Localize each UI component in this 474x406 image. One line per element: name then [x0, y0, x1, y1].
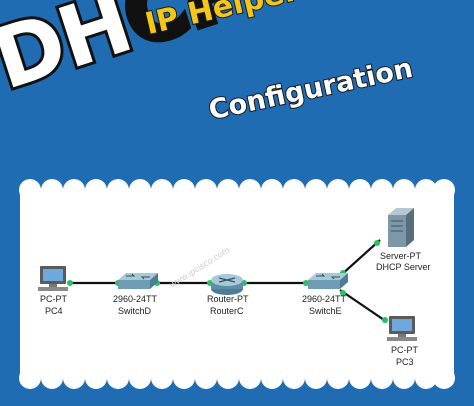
pc-icon — [38, 266, 68, 291]
pc4-device[interactable]: PC-PT PC4 — [38, 266, 68, 316]
routerc-name-label: RouterC — [210, 306, 244, 316]
server-device[interactable]: Server-PT DHCP Server — [376, 208, 430, 272]
server-icon — [388, 208, 414, 247]
server-type-label: Server-PT — [380, 251, 422, 261]
routerc-type-label: Router-PT — [207, 294, 249, 304]
server-name-label: DHCP Server — [376, 262, 430, 272]
routerc-device[interactable]: Router-PT RouterC — [207, 274, 249, 316]
switche-name-label: SwitchE — [309, 306, 342, 316]
pc4-name-label: PC4 — [45, 306, 63, 316]
link-status-dots — [67, 240, 388, 323]
pc3-type-label: PC-PT — [391, 345, 419, 355]
link-switche-pc3 — [339, 289, 388, 323]
pc3-name-label: PC3 — [396, 357, 414, 367]
pc3-device[interactable]: PC-PT PC3 — [387, 316, 419, 367]
switch-icon — [308, 273, 348, 289]
switchd-device[interactable]: 2960-24TT SwitchD — [113, 273, 158, 316]
switch-icon — [118, 273, 158, 289]
links — [68, 239, 388, 323]
pc4-type-label: PC-PT — [40, 294, 68, 304]
switchd-name-label: SwitchD — [118, 306, 152, 316]
switche-device[interactable]: 2960-24TT SwitchE — [302, 273, 348, 316]
pc-icon — [387, 316, 417, 341]
switche-type-label: 2960-24TT — [302, 294, 347, 304]
switchd-type-label: 2960-24TT — [113, 294, 158, 304]
router-icon — [211, 274, 243, 295]
link-switche-server — [339, 239, 381, 277]
